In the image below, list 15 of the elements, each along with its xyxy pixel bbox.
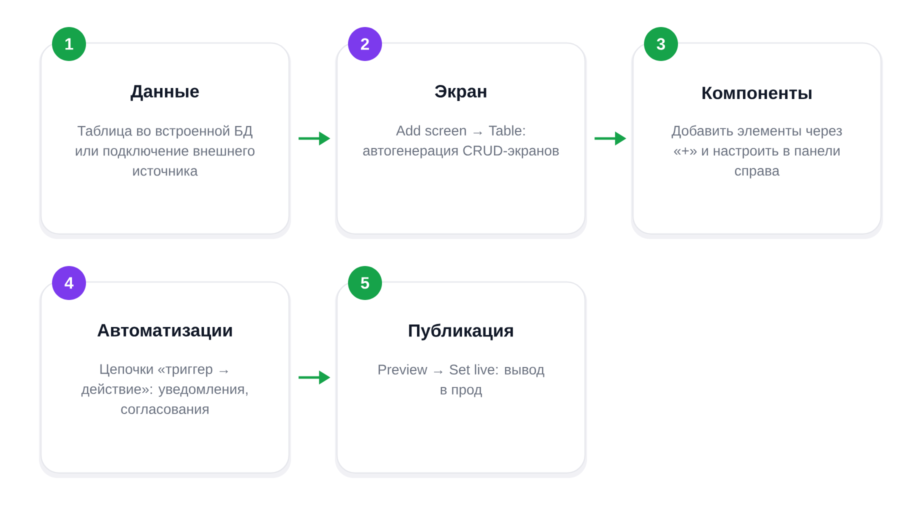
card-title: Данные [130,85,199,101]
card-title: Публикация [409,324,513,340]
number-badge: 1 [52,27,86,61]
card-description: Цепочки «триггер → действие»: уведомления, согласования [81,364,248,414]
card-title: Экран [435,84,486,102]
card-description: Таблица во встроенной БД или подключение внешнего источника [76,125,254,176]
number-badge: 2 [348,27,382,61]
number-badge: 3 [644,27,678,61]
number-badge: 5 [348,266,382,300]
card-description: Preview → Set live: вывод в прод [378,364,544,398]
card-title: Автоматизации [97,324,232,340]
number-badge: 4 [52,266,86,300]
card-description: Добавить элементы через «+» и настроить в панели справа [672,125,842,178]
card-description: Add screen → Table: автогенерация CRUD-экранов [363,125,559,158]
card-title: Компоненты [702,86,812,100]
